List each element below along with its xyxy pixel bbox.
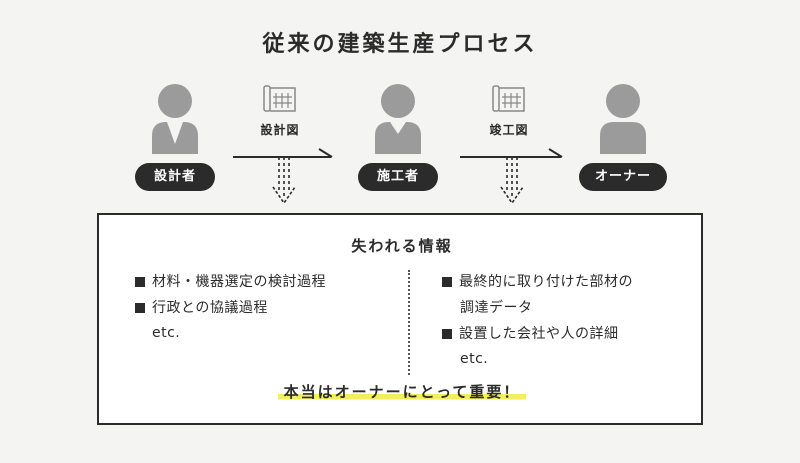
square-bullet-icon (442, 277, 452, 287)
list-item: 材料・機器選定の検討過程 (135, 271, 326, 291)
list-item-text: 行政との協議過程 (152, 300, 268, 316)
dotted-divider (408, 270, 410, 375)
square-bullet-icon (135, 303, 145, 313)
document-label-as-built-drawing: 竣工図 (489, 123, 529, 137)
list-item: 設置した会社や人の詳細 (442, 323, 619, 343)
blueprint-icon (263, 83, 297, 113)
square-bullet-icon (135, 277, 145, 287)
lost-information-title: 失われる情報 (351, 237, 453, 255)
list-item-text: 材料・機器選定の検討過程 (152, 274, 326, 290)
lost-information-box: 失われる情報 材料・機器選定の検討過程 行政との協議過程 etc. 最終的に取り… (97, 213, 703, 425)
list-etc: etc. (460, 351, 489, 367)
dashed-down-arrow-icon (271, 157, 297, 207)
list-item-text: 最終的に取り付けた部材の (459, 274, 633, 290)
blueprint-icon (492, 83, 526, 113)
flow-arrow-right (233, 145, 333, 158)
square-bullet-icon (442, 329, 452, 339)
actor-pill-designer: 設計者 (135, 163, 215, 191)
dashed-down-arrow-icon (499, 157, 525, 207)
owner-person-icon (598, 84, 648, 154)
list-item-text: 設置した会社や人の詳細 (459, 326, 619, 342)
list-item-continuation: 調達データ (460, 300, 533, 316)
list-item: 最終的に取り付けた部材の (442, 271, 633, 291)
list-etc: etc. (152, 325, 181, 341)
emphasis-statement: 本当はオーナーにとって重要！ (99, 381, 705, 402)
contractor-person-icon (373, 84, 423, 154)
designer-person-icon (150, 84, 200, 154)
actor-pill-owner: オーナー (579, 163, 667, 191)
list-item: 行政との協議過程 (135, 297, 268, 317)
page-title: 従来の建築生産プロセス (262, 32, 538, 57)
emphasis-text: 本当はオーナーにとって重要！ (277, 383, 527, 401)
flow-arrow-right (460, 145, 563, 158)
actor-pill-contractor: 施工者 (358, 163, 438, 191)
document-label-design-drawing: 設計図 (260, 123, 300, 137)
